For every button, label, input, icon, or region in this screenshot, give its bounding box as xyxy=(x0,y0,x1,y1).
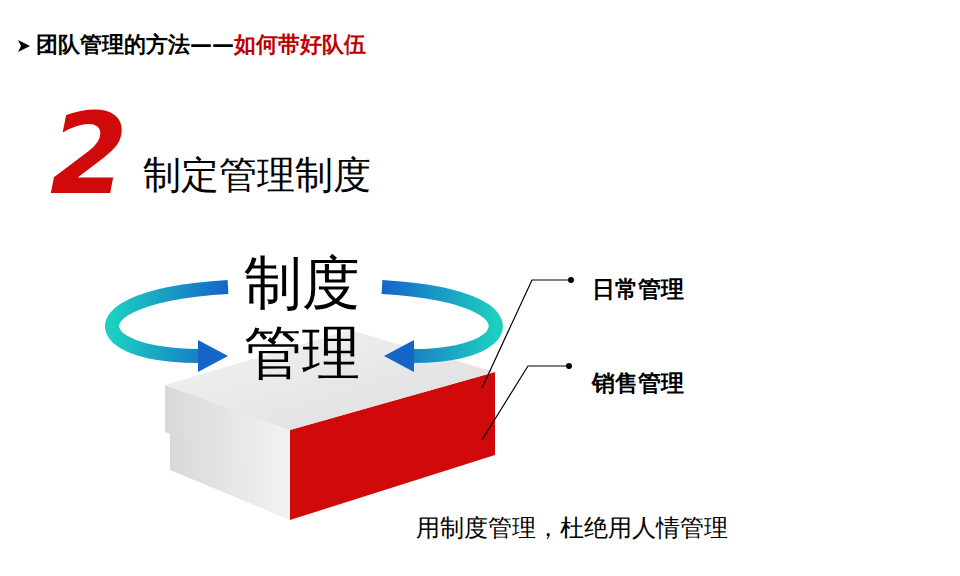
note: 用制度管理，杜绝用人情管理 xyxy=(416,512,728,544)
layer-label: 日常管理 xyxy=(592,274,684,305)
bullet-arrow xyxy=(18,40,30,52)
title-highlight: 如何带好队伍 xyxy=(234,30,366,60)
leader-lines xyxy=(482,280,568,440)
step-heading: 制定管理制度 xyxy=(143,150,371,201)
step-number: 2 xyxy=(50,98,128,210)
stack-node: 制度 管理 xyxy=(232,248,372,388)
layer-label: 销售管理 xyxy=(592,368,684,399)
stack-title: 制度 管理 xyxy=(232,248,372,388)
leader-dot xyxy=(568,277,574,283)
slide-title: 团队管理的方法—— xyxy=(36,30,234,60)
leader-dot xyxy=(566,363,572,369)
